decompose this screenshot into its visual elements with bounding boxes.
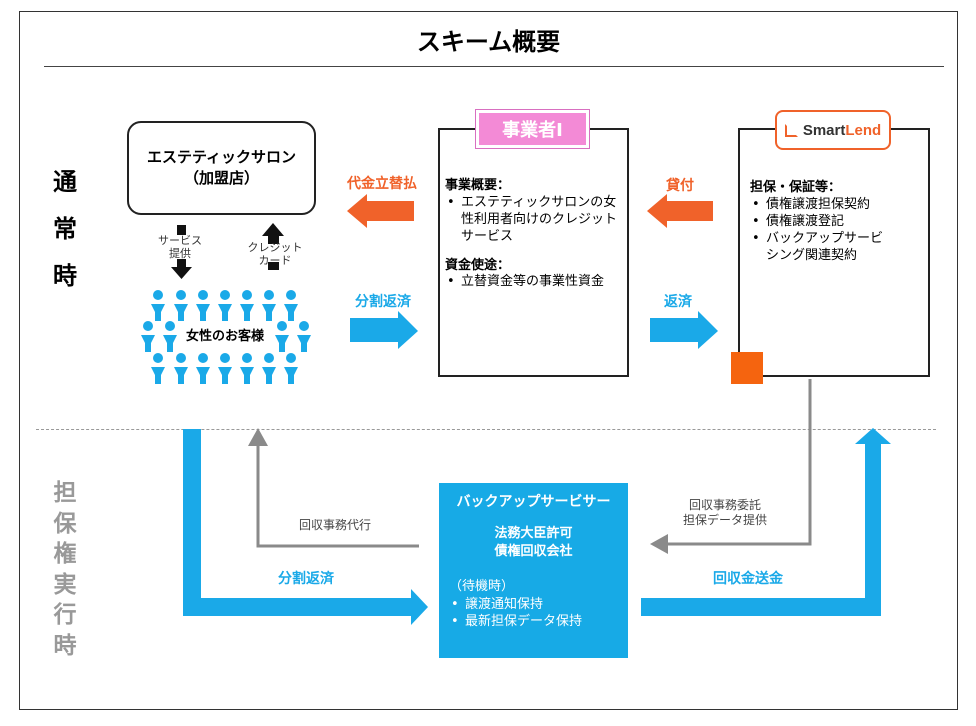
- credit-arrow: [262, 223, 284, 270]
- backup-item: 最新担保データ保持: [449, 613, 618, 631]
- customer-icons: [141, 290, 311, 384]
- security-item: 債権譲渡登記: [750, 214, 920, 231]
- backup-servicer-box: バックアップサービサー 法務大臣許可 債権回収会社 （待機時） 譲渡通知保持 最…: [439, 483, 628, 658]
- section-char: 実: [53, 571, 77, 598]
- credit-label-line: クレジット: [247, 241, 303, 254]
- security-title: 担保・保証等：: [750, 180, 842, 195]
- backup-item: 譲渡通知保持: [449, 596, 618, 614]
- collection-delegation-line: 回収事務委託: [688, 498, 761, 512]
- service-arrow: [171, 225, 192, 279]
- backup-license-line: 債権回収会社: [494, 543, 573, 559]
- page-title: スキーム概要: [416, 28, 561, 56]
- security-item: 債権譲渡担保契約: [750, 197, 920, 214]
- backup-title: バックアップサービサー: [456, 494, 611, 510]
- logo-text-b: Lend: [845, 121, 882, 139]
- credit-label: クレジット カード: [243, 241, 307, 267]
- logo-text-a: Smart: [802, 121, 846, 139]
- section-divider: [36, 429, 936, 430]
- section-char: 保: [53, 510, 77, 537]
- security-item: バックアップサービシング関連契約: [750, 231, 886, 265]
- section-char: 時: [53, 261, 77, 290]
- overview-title: 事業概要：: [445, 178, 511, 193]
- funds-title: 資金使途：: [445, 257, 511, 273]
- section-label-enforcement: 担 保 権 実 行 時: [45, 480, 85, 664]
- salon-sub: （加盟店）: [183, 169, 259, 187]
- smartlend-details: 担保・保証等： 債権譲渡担保契約 債権譲渡登記 バックアップサービシング関連契約: [750, 180, 920, 264]
- section-char: 時: [53, 632, 77, 659]
- credit-label-line: カード: [258, 254, 292, 268]
- service-label-line: サービス: [158, 234, 202, 247]
- remittance-arrow: [641, 428, 891, 616]
- business-box: [438, 128, 629, 377]
- section-char: 常: [53, 214, 77, 243]
- section-char: 担: [53, 480, 77, 506]
- service-label: サービス 提供: [150, 234, 210, 260]
- title-divider: [44, 66, 944, 67]
- collection-delegation-label: 回収事務委託 担保データ提供: [670, 498, 780, 528]
- outer-frame: [19, 11, 958, 710]
- funds-item: 立替資金等の事業性資金: [445, 274, 625, 291]
- repayment-label: 返済: [664, 294, 692, 310]
- salon-box: エステティックサロン （加盟店）: [127, 121, 316, 215]
- installment-arrow-bottom: [183, 429, 428, 625]
- repayment-arrow: [650, 311, 718, 349]
- installment-label-top: 分割返済: [355, 294, 411, 310]
- overview-item: エステティックサロンの女性利用者向けのクレジットサービス: [445, 195, 625, 246]
- backup-standby: （待機時）: [449, 579, 515, 595]
- section-char: 通: [53, 168, 77, 196]
- collection-delegation-arrow: [666, 379, 812, 546]
- loan-label: 貸付: [666, 178, 694, 194]
- collection-delegation-line: 担保データ提供: [682, 513, 767, 527]
- smartlend-corner-mark: [731, 352, 763, 384]
- backup-body: （待機時） 譲渡通知保持 最新担保データ保持: [449, 578, 618, 631]
- section-char: 行: [53, 602, 77, 629]
- service-label-line: 提供: [169, 247, 191, 261]
- section-label-normal: 通 常 時: [45, 168, 85, 308]
- customers-label: 女性のお客様: [180, 325, 270, 344]
- loan-arrow: [647, 194, 713, 228]
- business-name: 事業者I: [476, 110, 589, 148]
- salon-name: エステティックサロン: [146, 148, 297, 166]
- installment-label-bottom: 分割返済: [278, 571, 334, 587]
- remittance-label: 回収金送金: [713, 571, 783, 587]
- advance-label: 代金立替払: [347, 176, 417, 192]
- collection-agency-label: 回収事務代行: [298, 518, 371, 532]
- installment-arrow-top: [350, 311, 418, 349]
- smartlend-mark-icon: [784, 123, 798, 137]
- business-details: 事業概要： エステティックサロンの女性利用者向けのクレジットサービス 資金使途：…: [445, 178, 625, 291]
- collection-agency-arrow: [256, 442, 419, 548]
- backup-license: 法務大臣許可 債権回収会社: [449, 525, 618, 560]
- backup-license-line: 法務大臣許可: [494, 526, 573, 541]
- section-char: 権: [53, 541, 77, 568]
- advance-arrow: [347, 194, 414, 228]
